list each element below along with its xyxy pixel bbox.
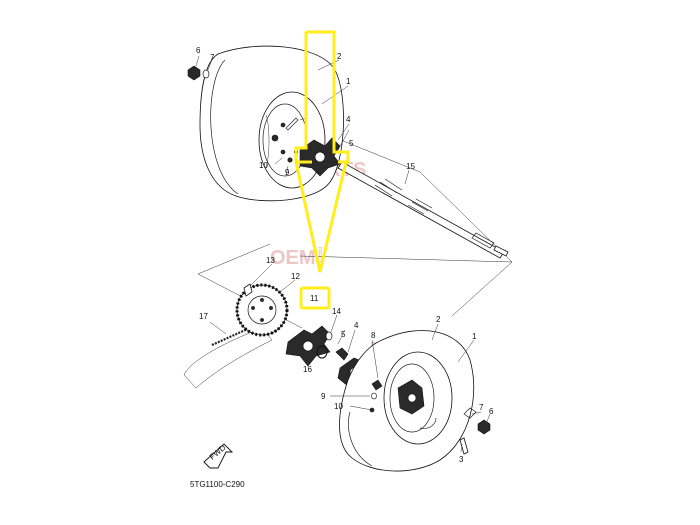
callout-bottom-17[interactable]: 17 [199,312,208,321]
sprocket [235,283,289,337]
highlight-target-box [299,286,331,310]
callout-top-6[interactable]: 6 [196,46,201,55]
callout-top-10[interactable]: 10 [259,161,268,170]
callout-bottom-7[interactable]: 7 [479,403,484,412]
callout-top-2[interactable]: 2 [337,52,342,61]
bottom-tire [339,330,475,472]
watermark-side-text: PARTS [316,247,322,264]
bottom-small-parts [369,379,491,455]
callout-top-7[interactable]: 7 [210,53,215,62]
callout-bottom-12[interactable]: 12 [291,272,300,281]
top-callouts: 6 7 2 1 4 5 15 10 9 [196,46,415,177]
callout-bottom-2[interactable]: 2 [436,315,441,324]
highlight-top-box-left [294,32,312,164]
diagram-code: 5TG1100-C290 [190,480,245,489]
bottom-assembly: 13 12 17 11 14 4 5 8 2 1 16 9 10 7 6 3 [183,243,513,472]
sprocket-bolt [243,283,253,297]
callout-bottom-13[interactable]: 13 [266,256,275,265]
highlight-annotation [294,30,350,310]
callout-bottom-4[interactable]: 4 [354,321,359,330]
callout-bottom-8[interactable]: 8 [371,331,376,340]
callout-bottom-6[interactable]: 6 [489,407,494,416]
spacer [325,331,333,341]
callout-top-9[interactable]: 9 [285,168,290,177]
sprocket-hub [285,325,331,367]
watermark-oem: OEM [270,247,316,269]
highlight-arrow [294,161,348,273]
callout-bottom-3[interactable]: 3 [459,455,464,464]
callout-bottom-16[interactable]: 16 [303,365,312,374]
bottom-callouts: 13 12 17 11 14 4 5 8 2 1 16 9 10 7 6 3 [199,256,494,464]
fwd-arrow: FWD [203,443,234,469]
callout-bottom-9[interactable]: 9 [321,392,326,401]
top-hub [287,137,341,177]
callout-top-4[interactable]: 4 [346,115,351,124]
top-nut-washer [187,65,210,81]
callout-bottom-11[interactable]: 11 [310,294,319,303]
callout-bottom-1[interactable]: 1 [472,332,477,341]
rear-axle [337,161,509,259]
callout-top-1[interactable]: 1 [346,77,351,86]
callout-top-15[interactable]: 15 [406,162,415,171]
callout-bottom-10[interactable]: 10 [334,402,343,411]
top-tire [199,45,344,202]
highlight-top-box [306,30,350,164]
callout-bottom-5[interactable]: 5 [341,330,346,339]
top-assembly: 6 7 2 1 4 5 15 10 9 [187,45,513,263]
callout-top-5[interactable]: 5 [349,139,354,148]
callout-bottom-14[interactable]: 14 [332,307,341,316]
o-ring [316,345,328,359]
